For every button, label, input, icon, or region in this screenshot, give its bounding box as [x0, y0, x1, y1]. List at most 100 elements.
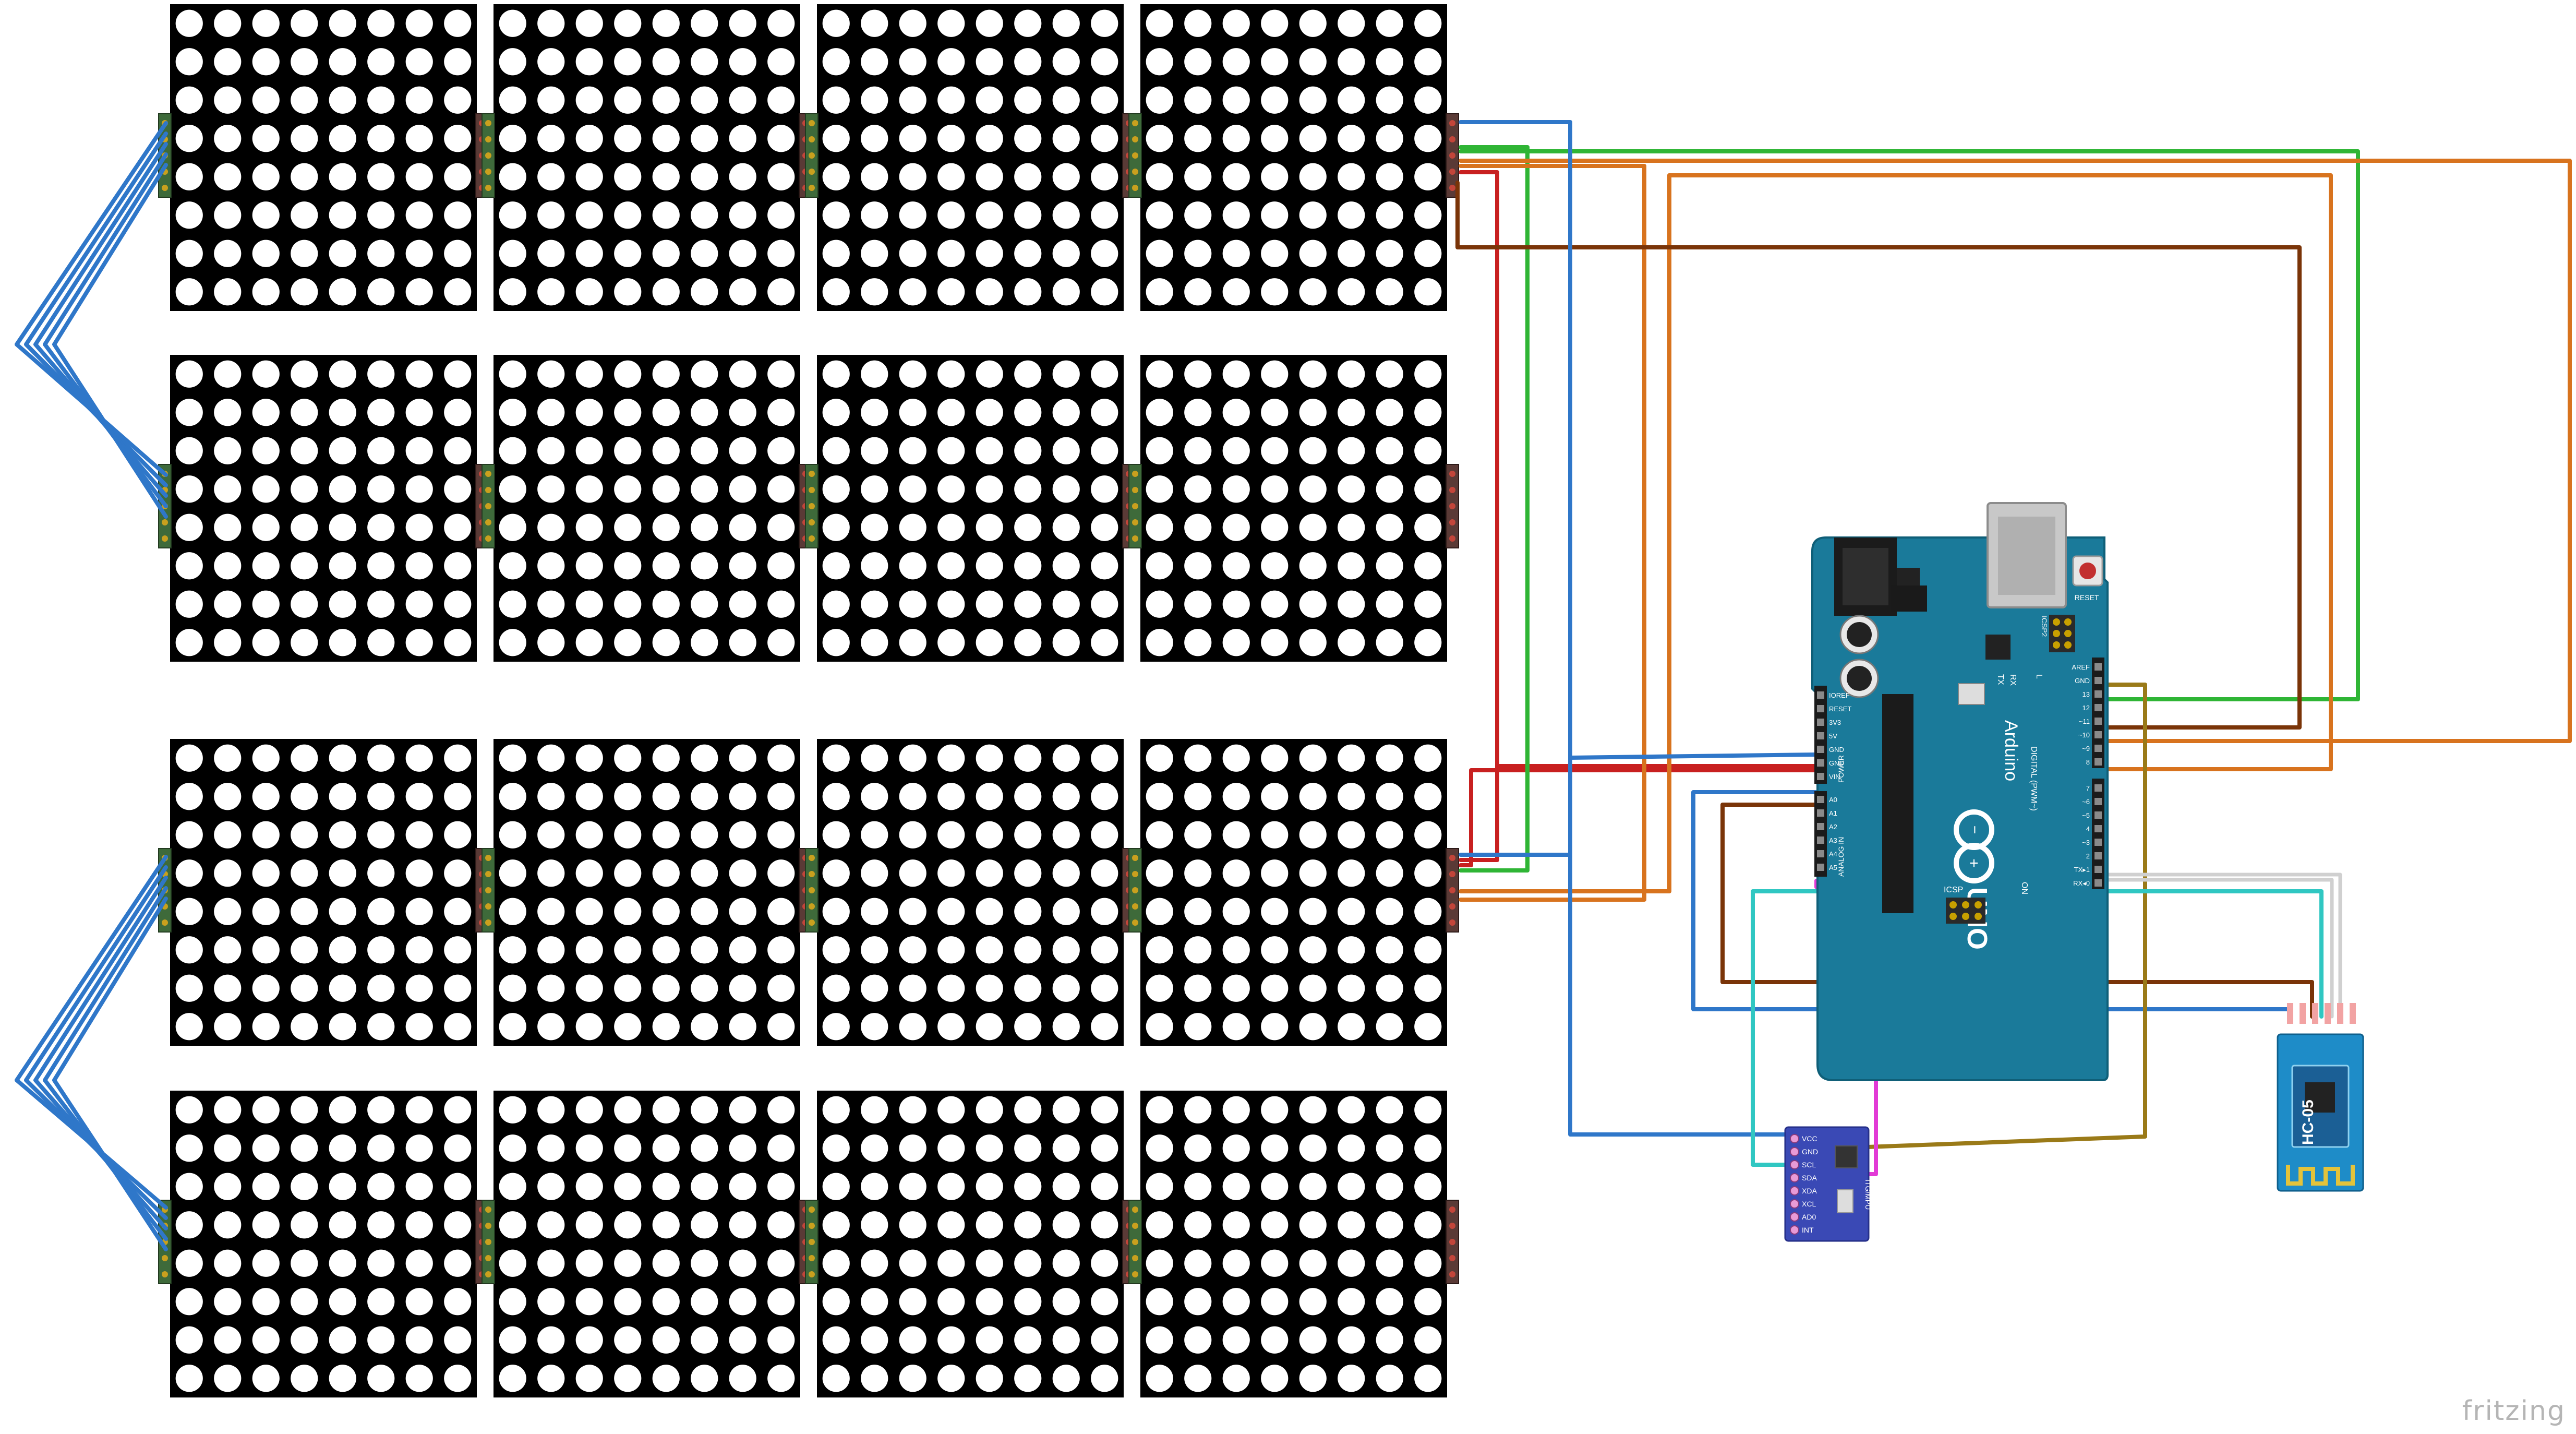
led-dot — [175, 1211, 203, 1239]
led-dot — [175, 201, 203, 229]
led-dot — [976, 859, 1003, 887]
pin-label: ~11 — [2079, 718, 2090, 725]
led-dot — [1338, 552, 1365, 580]
led-dot — [405, 1013, 433, 1041]
led-dot — [444, 744, 472, 772]
led-dot — [252, 1134, 280, 1162]
pin[interactable] — [2094, 745, 2102, 752]
gyro-pin[interactable] — [1790, 1160, 1799, 1169]
led-dot — [937, 9, 965, 37]
led-dot — [1014, 399, 1042, 426]
pin[interactable] — [1817, 719, 1824, 726]
led-dot — [1146, 1365, 1173, 1392]
pin[interactable] — [1817, 850, 1824, 857]
bt-pin[interactable] — [2300, 1003, 2306, 1024]
led-dot — [252, 974, 280, 1002]
led-dot — [329, 201, 356, 229]
bt-pin[interactable] — [2350, 1003, 2356, 1024]
led-dot — [1014, 1365, 1042, 1392]
led-dot — [575, 1249, 603, 1277]
pin[interactable] — [1817, 823, 1824, 830]
pin[interactable] — [1817, 773, 1824, 780]
pin[interactable] — [2094, 825, 2102, 832]
led-dot — [252, 1013, 280, 1041]
pin[interactable] — [2094, 811, 2102, 819]
pin-label: 2 — [2086, 852, 2090, 860]
bt-pin[interactable] — [2337, 1003, 2343, 1024]
gyro-pin[interactable] — [1790, 1147, 1799, 1156]
led-dot — [652, 974, 680, 1002]
led-dot — [861, 1249, 888, 1277]
led-dot — [1299, 744, 1327, 772]
gyro-pin-label: XDA — [1802, 1187, 1817, 1195]
pin[interactable] — [1817, 864, 1824, 871]
gyro-pin[interactable] — [1790, 1134, 1799, 1143]
matrix-header-out — [1446, 1200, 1459, 1284]
led-dot — [767, 48, 795, 76]
led-dot — [405, 783, 433, 810]
wire-olive — [1865, 683, 2147, 1149]
led-dot — [367, 1096, 395, 1124]
gyro-pin[interactable] — [1790, 1199, 1799, 1209]
pin[interactable] — [1817, 796, 1824, 803]
led-dot — [861, 1326, 888, 1354]
pin[interactable] — [2094, 758, 2102, 766]
gyro-pin[interactable] — [1790, 1173, 1799, 1182]
led-dot — [614, 1173, 642, 1200]
led-dot — [1261, 1096, 1289, 1124]
pin-label: ~9 — [2082, 745, 2090, 752]
led-dot — [937, 821, 965, 849]
led-dot — [861, 936, 888, 964]
led-dot — [614, 201, 642, 229]
led-dot — [214, 936, 242, 964]
bt-pin[interactable] — [2312, 1003, 2318, 1024]
pin[interactable] — [1817, 732, 1824, 739]
pin[interactable] — [2094, 879, 2102, 887]
led-dot — [291, 513, 318, 541]
led-dot — [537, 552, 565, 580]
pin[interactable] — [2094, 663, 2102, 671]
pin[interactable] — [2094, 677, 2102, 684]
led-dot — [1014, 783, 1042, 810]
pin[interactable] — [1817, 691, 1824, 699]
led-dot — [405, 744, 433, 772]
led-dot — [822, 399, 850, 426]
svg-text:ICSP2: ICSP2 — [2040, 616, 2049, 637]
pin[interactable] — [1817, 837, 1824, 844]
bt-pin[interactable] — [2325, 1003, 2331, 1024]
gyro-pin[interactable] — [1790, 1186, 1799, 1196]
led-dot — [405, 590, 433, 618]
led-dot — [767, 1288, 795, 1316]
led-dot — [405, 399, 433, 426]
pin[interactable] — [2094, 690, 2102, 698]
pin[interactable] — [2094, 731, 2102, 738]
led-dot — [899, 1288, 926, 1316]
led-dot — [1414, 1211, 1442, 1239]
led-dot — [614, 974, 642, 1002]
pin[interactable] — [2094, 704, 2102, 711]
bt-pin[interactable] — [2287, 1003, 2293, 1024]
pin[interactable] — [2094, 784, 2102, 792]
led-dot — [691, 125, 718, 152]
pin[interactable] — [2094, 718, 2102, 725]
led-dot — [1222, 86, 1250, 114]
led-dot — [652, 1096, 680, 1124]
pin[interactable] — [1817, 809, 1824, 817]
pin[interactable] — [2094, 798, 2102, 805]
led-dot — [1261, 629, 1289, 656]
led-dot — [767, 1134, 795, 1162]
pin[interactable] — [2094, 866, 2102, 873]
pin[interactable] — [2094, 852, 2102, 859]
led-dot — [1184, 1326, 1212, 1354]
led-dot — [767, 859, 795, 887]
led-dot — [729, 859, 756, 887]
led-dot — [175, 552, 203, 580]
gyro-pin[interactable] — [1790, 1212, 1799, 1222]
led-dot — [1299, 898, 1327, 925]
pin[interactable] — [1817, 746, 1824, 753]
pin[interactable] — [1817, 759, 1824, 767]
led-dot — [899, 360, 926, 388]
gyro-pin[interactable] — [1790, 1225, 1799, 1235]
pin[interactable] — [2094, 839, 2102, 846]
pin[interactable] — [1817, 705, 1824, 712]
